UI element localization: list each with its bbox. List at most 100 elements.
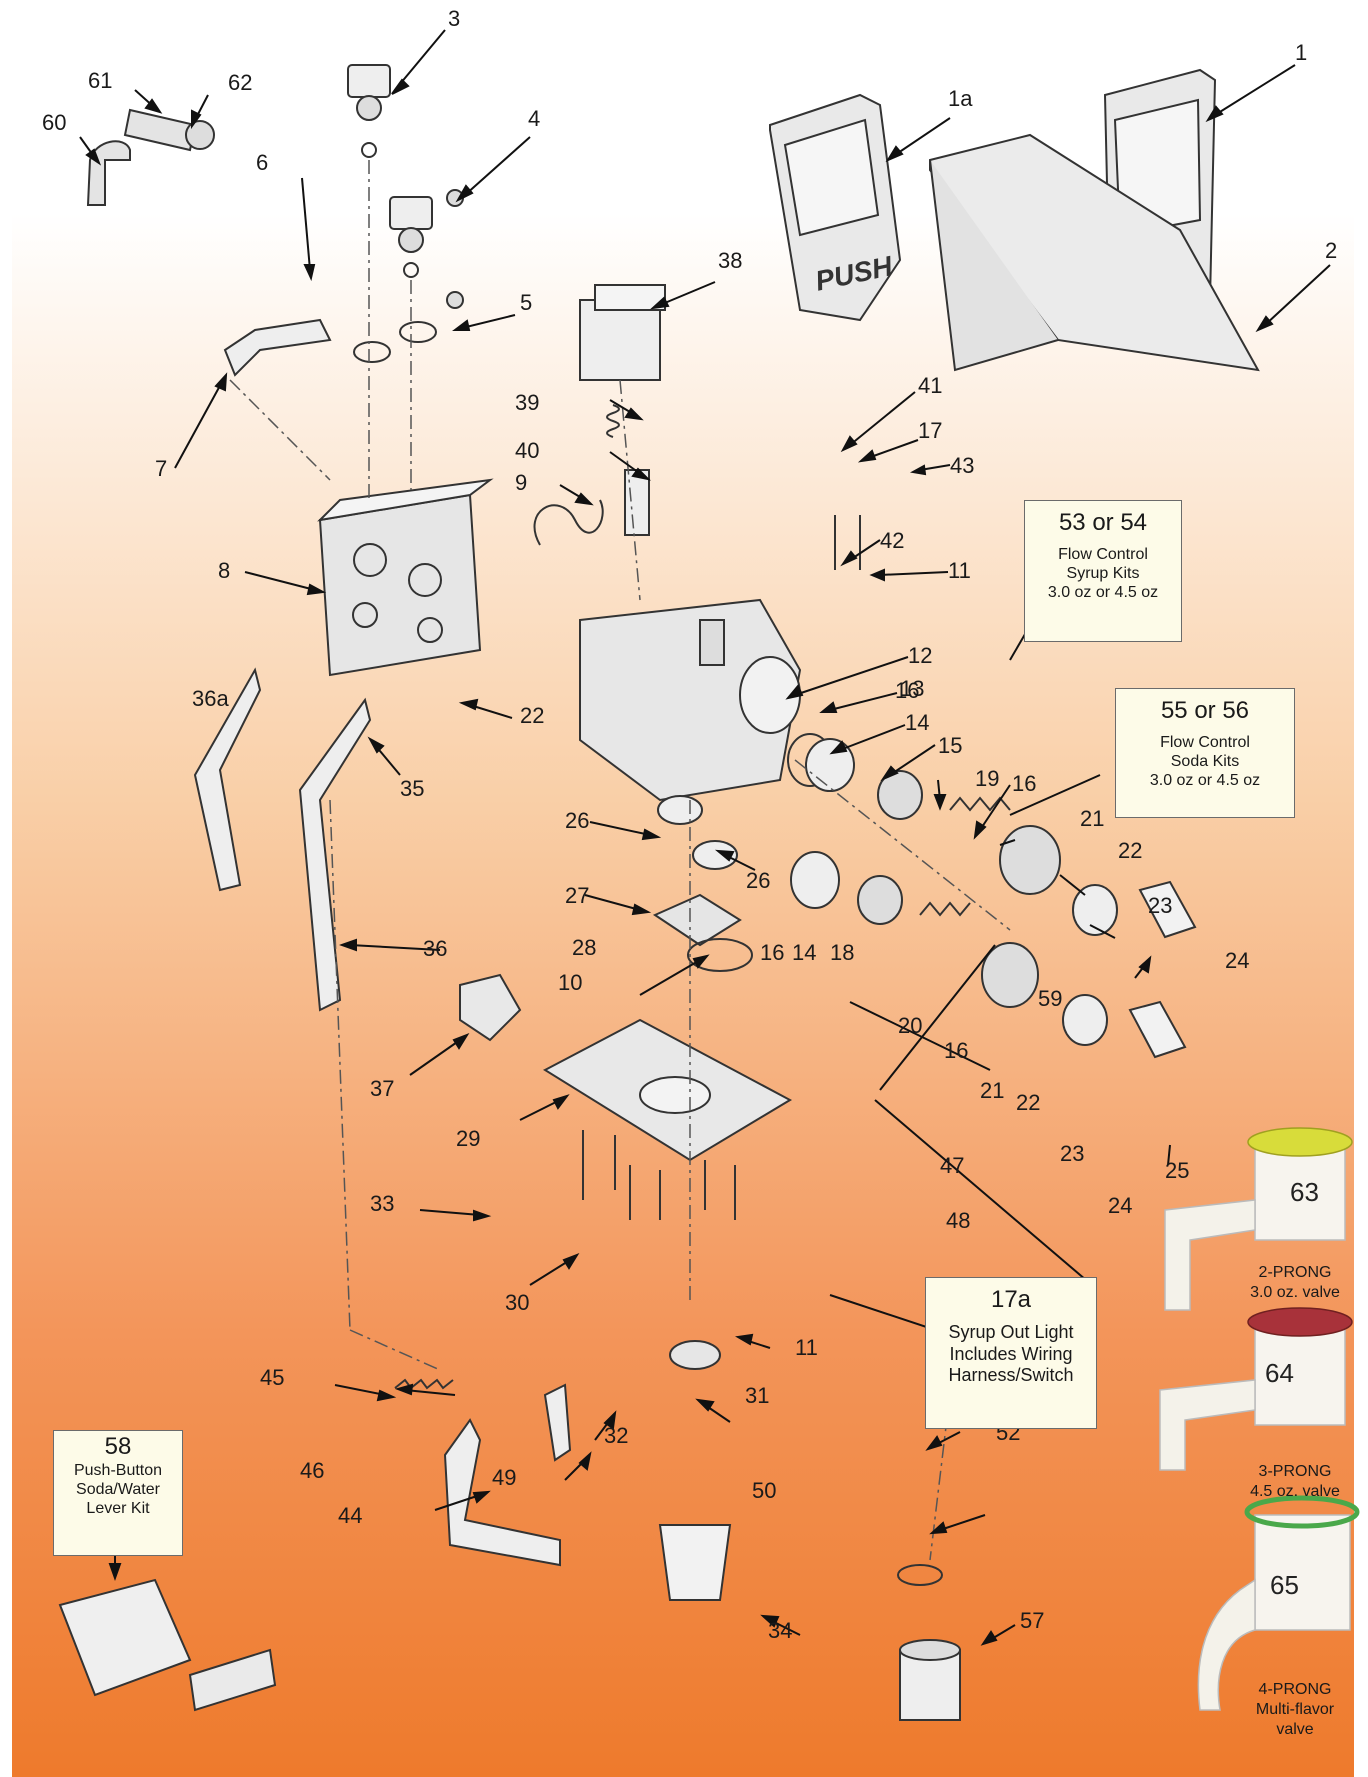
valve-cap-caption: 3-PRONG 4.5 oz. valve: [1225, 1462, 1365, 1502]
kit-box-lever: 58 Push-Button Soda/Water Lever Kit: [53, 1430, 183, 1556]
kit-box-line: Soda Kits: [1170, 753, 1240, 771]
callout-c11b: 11: [795, 1335, 818, 1360]
callout-c19: 19: [975, 766, 1000, 791]
callout-c2: 2: [1325, 238, 1338, 263]
lever-36a: [193, 667, 262, 892]
callout-c1: 1: [1295, 40, 1308, 65]
solenoid-38: [579, 284, 666, 381]
kit-box-number: 17a: [990, 1286, 1032, 1313]
valve-cap-line: 4-PRONG: [1258, 1681, 1332, 1698]
lever-kit-58-art: [58, 1578, 192, 1697]
valve-cap-number: 64: [1265, 1358, 1294, 1388]
kit-box-line: Syrup Out Light: [948, 1322, 1074, 1342]
callout-c40: 40: [515, 438, 540, 463]
callout-c21b: 21: [980, 1078, 1005, 1103]
callout-c61: 61: [88, 68, 113, 93]
callout-c34: 34: [768, 1618, 793, 1643]
callout-c36: 36: [423, 936, 448, 961]
callout-c22c: 22: [1016, 1090, 1041, 1115]
callout-c16a: 16: [895, 678, 920, 703]
kit-box-line: Flow Control: [1058, 546, 1148, 563]
callout-c14b: 14: [792, 940, 817, 965]
part-27: [652, 893, 742, 947]
callout-c27: 27: [565, 883, 590, 908]
callout-c50: 50: [752, 1478, 777, 1503]
valve-cap-number: 63: [1290, 1177, 1319, 1207]
callout-c49: 49: [492, 1465, 517, 1490]
callout-c47: 47: [940, 1153, 965, 1178]
callout-c10: 10: [558, 970, 583, 995]
mounting-block-8: [317, 478, 494, 677]
callout-c3: 3: [448, 6, 461, 31]
callout-c32: 32: [604, 1423, 629, 1448]
spring-39: [606, 404, 620, 438]
callout-c29: 29: [456, 1126, 481, 1151]
callout-c4: 4: [528, 106, 541, 131]
lever-36: [298, 697, 372, 1012]
callout-c33: 33: [370, 1191, 395, 1216]
callout-c13: 13: [900, 676, 925, 701]
callout-c15: 15: [938, 733, 963, 758]
callout-c1a: 1a: [948, 86, 973, 111]
kit-box-number: 53 or 54: [1058, 509, 1148, 536]
valve-cap-line: 3-PRONG: [1258, 1463, 1332, 1480]
callout-c46: 46: [300, 1458, 325, 1483]
oring-28: [687, 938, 753, 972]
callout-c45: 45: [260, 1365, 285, 1390]
part-49: [543, 1383, 572, 1462]
callout-c30: 30: [505, 1290, 530, 1315]
callout-c12: 12: [908, 643, 933, 668]
callout-c8: 8: [218, 558, 231, 583]
callout-c20: 20: [898, 1013, 923, 1038]
cap-3b: [389, 196, 433, 278]
kit-box-line: Syrup Kits: [1066, 565, 1140, 583]
base-plate-29: [542, 1018, 793, 1162]
kit-box-line: Push-Button: [73, 1462, 163, 1479]
callout-c11a: 11: [948, 558, 971, 583]
part-37: [459, 973, 522, 1042]
spring-46: [394, 1378, 454, 1390]
callout-c39: 39: [515, 390, 540, 415]
flow-control-lower: [790, 851, 1187, 1059]
kit-box-line: Soda/Water: [76, 1481, 160, 1499]
kit-box-number: 55 or 56: [1160, 697, 1250, 724]
valve-cap-line: valve: [1276, 1721, 1314, 1738]
fitting-62: [185, 120, 215, 150]
cover-panel-1a: [769, 93, 902, 322]
callout-c5: 5: [520, 290, 533, 315]
callout-c28: 28: [572, 935, 597, 960]
callout-c7: 7: [155, 456, 168, 481]
part-34: [658, 1524, 732, 1601]
housing-2: [929, 133, 1260, 372]
callout-c44: 44: [338, 1503, 363, 1528]
kit-box-line: Flow Control: [1160, 734, 1250, 751]
kit-box-number: 58: [104, 1433, 132, 1460]
valve-cap-caption: 2-PRONG 3.0 oz. valve: [1225, 1263, 1365, 1303]
kit-box-line: 3.0 oz or 4.5 oz: [1047, 584, 1159, 602]
flow-control-upper: [787, 733, 1197, 939]
callout-c62: 62: [228, 70, 253, 95]
callout-c36a: 36a: [192, 686, 229, 711]
callout-c26b: 26: [746, 868, 771, 893]
callout-c14a: 14: [905, 710, 930, 735]
callout-c60: 60: [42, 110, 67, 135]
callout-c35: 35: [400, 776, 425, 801]
plate-7: [223, 318, 332, 377]
kit-box-soda: 55 or 56 Flow Control Soda Kits 3.0 oz o…: [1115, 688, 1295, 818]
kit-box-syrup: 53 or 54 Flow Control Syrup Kits 3.0 oz …: [1024, 500, 1182, 642]
callout-c16b: 16: [1012, 771, 1037, 796]
callout-c24a: 24: [1225, 948, 1250, 973]
callout-c42: 42: [880, 528, 905, 553]
callout-c17: 17: [918, 418, 943, 443]
valve-body-12: [579, 598, 802, 802]
callout-c57: 57: [1020, 1608, 1045, 1633]
kit-box-syrup-out-light: 17a Syrup Out Light Includes Wiring Harn…: [925, 1277, 1097, 1429]
callout-c37: 37: [370, 1076, 395, 1101]
callout-c16c: 16: [760, 940, 785, 965]
callout-c21a: 21: [1080, 806, 1105, 831]
callout-c26a: 26: [565, 808, 590, 833]
valve-cap-line: 3.0 oz. valve: [1250, 1284, 1340, 1301]
kit-box-line: Includes Wiring: [949, 1343, 1073, 1364]
